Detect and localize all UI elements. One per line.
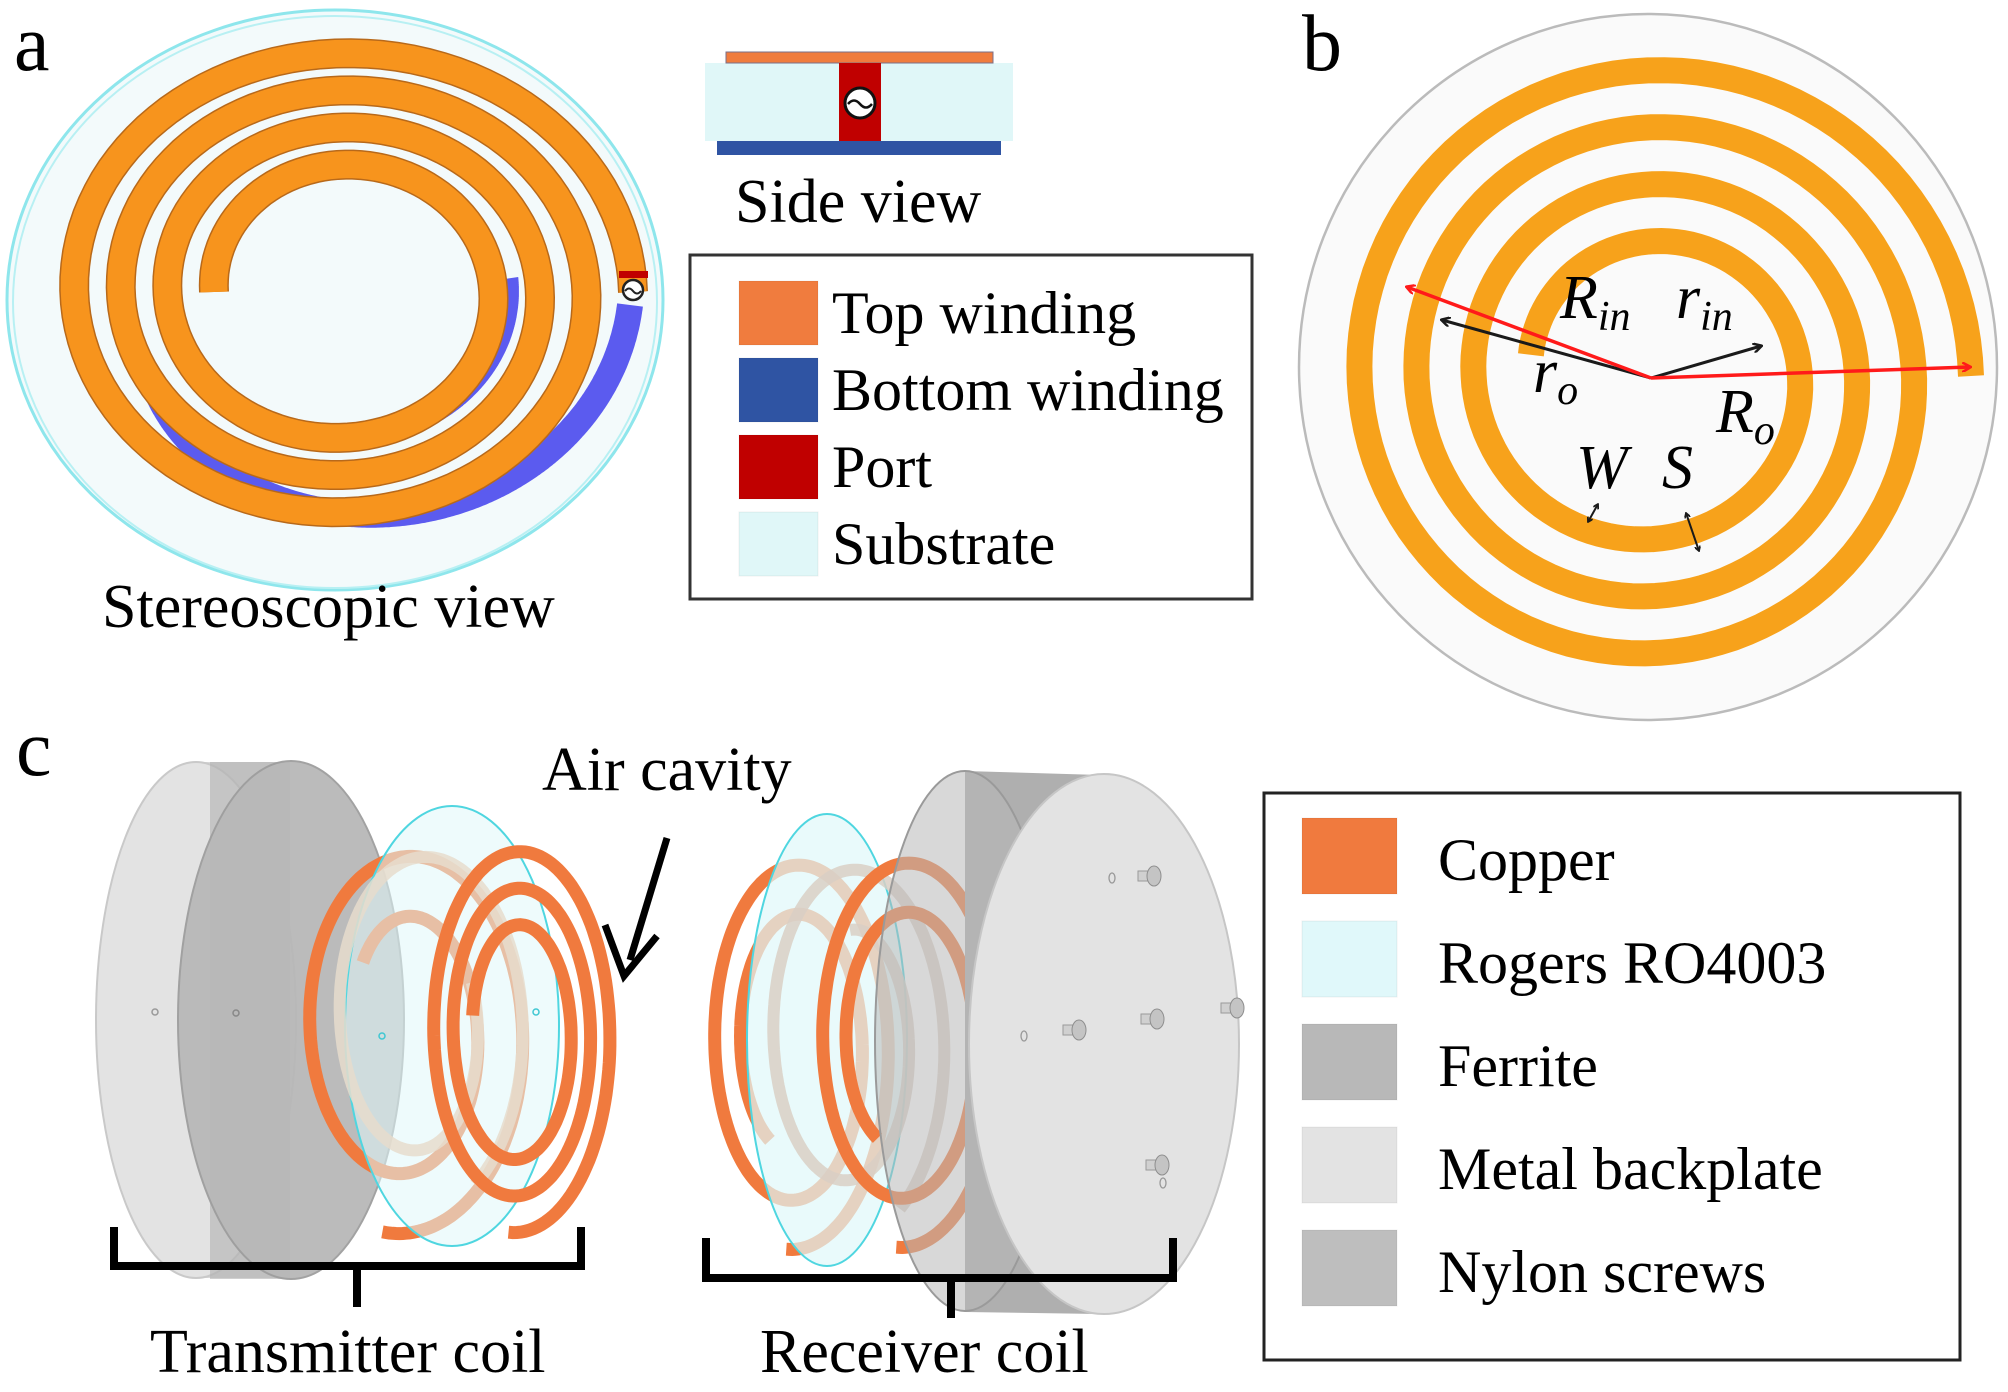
label-R-o: Ro — [1715, 378, 1775, 454]
label-r-o: ro — [1533, 338, 1578, 414]
label-W: W — [1576, 434, 1633, 502]
screw-hole — [378, 1032, 386, 1040]
stereoscopic-view — [5, 8, 665, 592]
legend-c-swatch — [1301, 1023, 1398, 1101]
label-S: S — [1662, 434, 1693, 502]
legend-a-swatch — [738, 357, 819, 423]
nylon-screws — [1020, 865, 1245, 1189]
legend-a-item: Port — [738, 434, 932, 500]
air-cavity-label: Air cavity — [542, 736, 792, 804]
screw-hole — [151, 1008, 159, 1016]
tx-copper-front-spiral — [427, 845, 617, 1240]
top-winding-trace — [60, 39, 647, 526]
legend-c-item: Metal backplate — [1301, 1126, 1823, 1204]
legend-a-label: Substrate — [832, 511, 1055, 577]
transmitter-assembly — [95, 760, 617, 1280]
side-top-winding — [725, 51, 994, 64]
S-arrow — [1686, 513, 1699, 551]
dimension-labels: Rin rin ro Ro W S — [1533, 264, 1775, 502]
spiral-winding-trace — [1346, 57, 1984, 667]
transmitter-coil-label: Transmitter coil — [150, 1318, 546, 1386]
legend-a-item: Substrate — [738, 511, 1055, 577]
screw-hole — [1159, 1177, 1167, 1189]
rx-metal-backplate — [968, 773, 1240, 1315]
screw-hole — [532, 1008, 540, 1016]
nylon-screw-icon — [1145, 1154, 1170, 1176]
nylon-screw-icon — [1062, 1019, 1087, 1041]
legend-c-item: Nylon screws — [1301, 1229, 1766, 1307]
nylon-screw-icon — [1137, 865, 1162, 887]
legend-a-item: Top winding — [738, 280, 1136, 346]
dimension-arrows — [1407, 287, 1970, 551]
label-r-in: rin — [1676, 264, 1733, 340]
W-arrow — [1588, 504, 1598, 522]
stereoscopic-view-caption: Stereoscopic view — [102, 573, 555, 641]
legend-a-swatch — [738, 280, 819, 346]
tx-ghost-spiral-trace — [333, 850, 529, 1189]
receiver-bracket — [702, 1238, 1177, 1318]
legend-c-label: Ferrite — [1438, 1033, 1598, 1099]
legend-c-label: Nylon screws — [1438, 1239, 1766, 1305]
panel-a: a Stereoscopic view Side view Top windin — [5, 0, 1254, 641]
panel-letter-c: c — [16, 705, 52, 793]
screw-hole — [1108, 872, 1116, 884]
legend-a-label: Bottom winding — [832, 357, 1224, 423]
arrow-head-icon — [601, 923, 660, 983]
air-cavity-arrow — [601, 836, 671, 983]
legend-a-swatch — [738, 434, 819, 500]
legend-c-item: Copper — [1301, 817, 1615, 895]
legend-c-item: Ferrite — [1301, 1023, 1598, 1101]
nylon-screw-icon — [1220, 997, 1245, 1019]
R-in-arrow — [1407, 287, 1652, 380]
legend-c-swatch — [1301, 1229, 1398, 1307]
spiral-winding — [1346, 57, 1984, 667]
r-o-arrow — [1442, 320, 1652, 380]
screw-hole — [232, 1009, 240, 1017]
legend-c-item: Rogers RO4003 — [1301, 920, 1826, 998]
side-view — [705, 51, 1013, 155]
tx-front-spiral-trace — [427, 845, 617, 1240]
transmitter-bracket — [110, 1227, 585, 1307]
legend-c-swatch — [1301, 1126, 1398, 1204]
legend-a-label: Top winding — [832, 280, 1136, 346]
legend-c-label: Copper — [1438, 827, 1615, 893]
label-R-in: Rin — [1559, 264, 1631, 340]
legend-c-label: Rogers RO4003 — [1438, 930, 1826, 996]
legend-c-swatch — [1301, 920, 1398, 998]
receiver-coil-label: Receiver coil — [760, 1318, 1089, 1386]
r-in-arrow — [1650, 346, 1761, 380]
top-winding — [59, 38, 648, 528]
tx-copper-ghost-spiral — [333, 850, 529, 1189]
legend-c-swatch — [1301, 817, 1398, 895]
side-bottom-winding — [717, 141, 1001, 155]
nylon-screw-icon — [1140, 1008, 1165, 1030]
legend-c-label: Metal backplate — [1438, 1136, 1823, 1202]
legend-a-swatch — [738, 511, 819, 577]
panel-letter-b: b — [1302, 0, 1342, 88]
legend-a-item: Bottom winding — [738, 357, 1224, 423]
panel-c: c Air cavity — [16, 705, 1962, 1386]
R-o-arrow — [1650, 367, 1970, 380]
screw-hole — [1020, 1030, 1028, 1042]
panel-b: b Rin rin ro — [1297, 0, 1999, 722]
receiver-assembly — [708, 770, 1245, 1315]
panel-letter-a: a — [14, 0, 50, 88]
legend-a-label: Port — [832, 434, 932, 500]
substrate-board-edge — [12, 15, 658, 589]
side-view-caption: Side view — [735, 168, 981, 236]
port-marker — [619, 271, 648, 302]
